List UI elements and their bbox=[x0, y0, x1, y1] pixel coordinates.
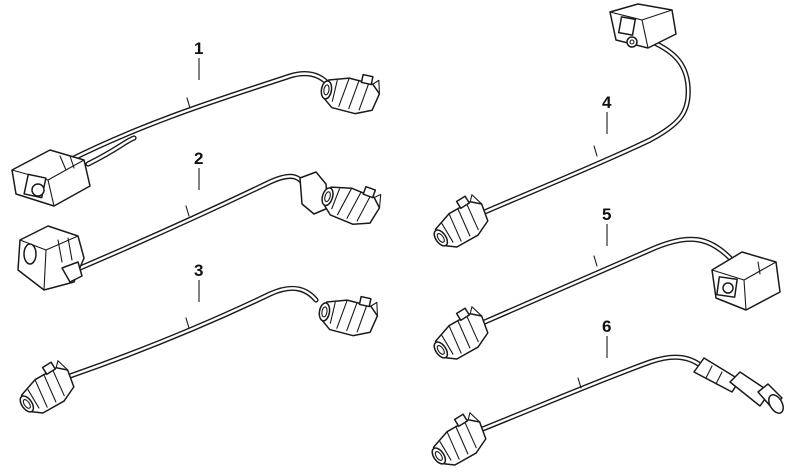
callout-label-1: 1 bbox=[194, 39, 203, 58]
callout-1: 1 bbox=[194, 39, 203, 80]
cable-assembly-5 bbox=[422, 236, 781, 367]
callout-label-6: 6 bbox=[602, 317, 611, 336]
callout-5: 5 bbox=[602, 205, 611, 246]
cable-assembly-1 bbox=[11, 57, 386, 207]
callout-label-3: 3 bbox=[194, 261, 203, 280]
cable-assembly-4 bbox=[422, 3, 691, 255]
cable-assembly-3 bbox=[8, 279, 384, 421]
callout-3: 3 bbox=[194, 261, 203, 302]
cable-assembly-2 bbox=[17, 165, 388, 291]
callout-label-4: 4 bbox=[602, 93, 612, 112]
callout-4: 4 bbox=[602, 93, 612, 134]
callout-2: 2 bbox=[194, 149, 203, 190]
callout-6: 6 bbox=[602, 317, 611, 358]
cable-assembly-6 bbox=[420, 354, 784, 473]
callout-label-2: 2 bbox=[194, 149, 203, 168]
callout-label-5: 5 bbox=[602, 205, 611, 224]
